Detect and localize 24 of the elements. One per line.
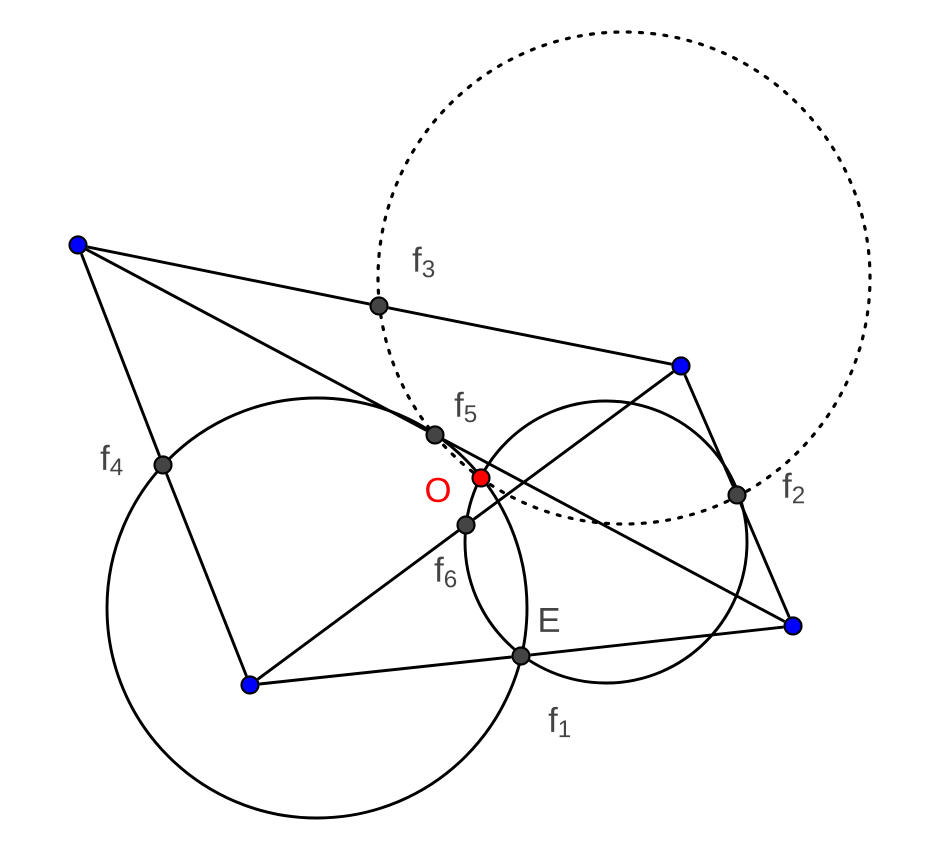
line-segment [530,626,784,656]
line-segment [80,253,161,457]
point-label: f$_{1}$ [548,706,570,738]
line-segment [388,306,672,366]
point-label: f$_{3}$ [412,246,434,278]
line-segment [256,530,460,680]
point-label: O [426,478,450,502]
point [68,235,88,255]
point-label: f$_{4}$ [100,444,123,476]
line-segment [165,473,248,677]
line-segment [683,374,735,487]
point [671,356,691,376]
point [240,675,260,695]
point-label: f$_{5}$ [454,392,476,422]
line-segment [442,438,786,623]
point-label: f$_{6}$ [434,556,456,588]
line-segment [739,503,791,618]
line-segment [259,656,512,686]
line-segment [87,245,370,306]
line-segment [86,248,428,432]
point-label: f$_{2}$ [782,472,804,504]
point-label: E [540,608,560,632]
point [783,616,803,636]
line-segment [472,370,674,520]
